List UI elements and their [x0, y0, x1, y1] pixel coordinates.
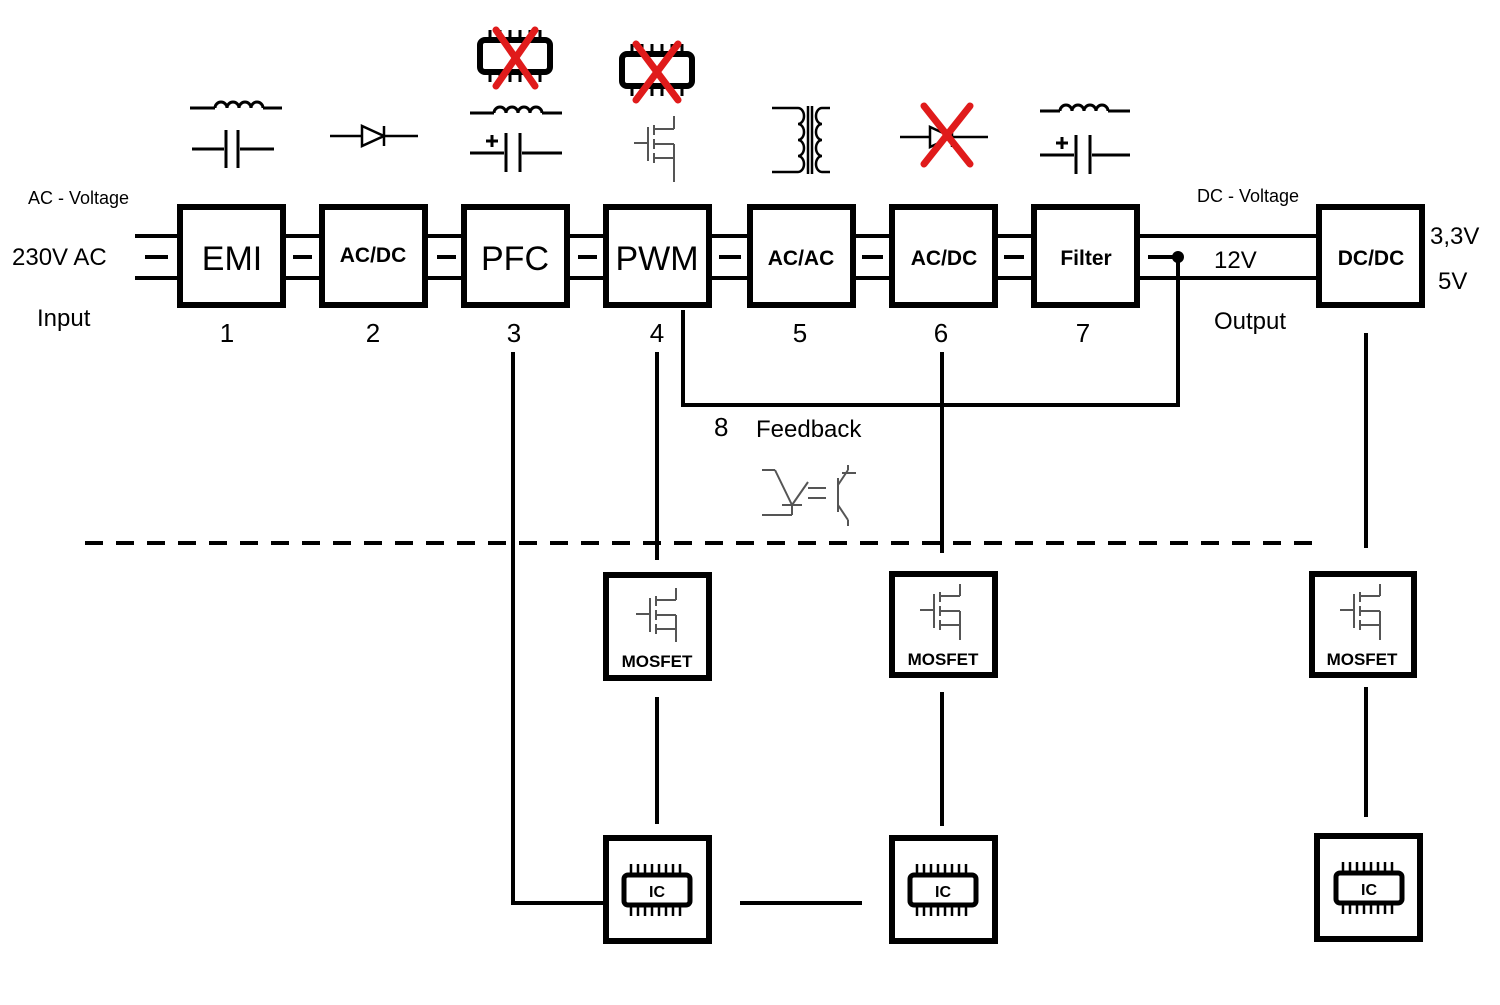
- block-number-3: 3: [507, 318, 521, 348]
- output-voltage-label: 12V: [1214, 247, 1257, 274]
- block-ac-dc-secondary-label: AC/DC: [911, 247, 978, 270]
- inductor-icon: [470, 105, 562, 115]
- chip-icon: [621, 864, 693, 916]
- block-dc-dc[interactable]: DC/DC: [1316, 204, 1425, 308]
- mosfet-label: MOSFET: [622, 652, 693, 671]
- block-ac-ac-label: AC/AC: [768, 247, 835, 270]
- ac-voltage-label: AC - Voltage: [28, 188, 129, 208]
- ic-label: IC: [935, 884, 951, 901]
- input-label: Input: [37, 305, 91, 332]
- block-pfc-label: PFC: [481, 240, 549, 278]
- mosfet-label: MOSFET: [908, 650, 979, 669]
- block-number-1: 1: [220, 318, 234, 348]
- chip-icon: [1333, 862, 1405, 914]
- inductor-icon: [190, 100, 282, 110]
- block-filter[interactable]: Filter: [1031, 204, 1140, 308]
- block-filter-label: Filter: [1060, 247, 1111, 270]
- feedback-label: Feedback: [756, 416, 862, 443]
- block-ac-dc-secondary[interactable]: AC/DC: [889, 204, 998, 308]
- mosfet-icon: [636, 588, 677, 642]
- ic-box-dc-dc[interactable]: IC: [1314, 833, 1423, 942]
- block-number-2: 2: [366, 318, 380, 348]
- ic-box-pfc-pwm[interactable]: IC: [603, 835, 712, 944]
- ic-label: IC: [649, 884, 665, 901]
- ic-label: IC: [1361, 882, 1377, 899]
- close-icon: [920, 102, 974, 168]
- block-pwm[interactable]: PWM: [603, 204, 712, 308]
- block-emi[interactable]: EMI: [177, 204, 286, 308]
- output-5v-label: 5V: [1438, 268, 1467, 295]
- block-numbers: 1 2 3 4 5 6 7: [220, 318, 1090, 348]
- mosfet-box-secondary[interactable]: MOSFET: [889, 571, 998, 678]
- block-pfc[interactable]: PFC: [461, 204, 570, 308]
- input-voltage-label: 230V AC: [12, 244, 107, 271]
- mosfet-label: MOSFET: [1327, 650, 1398, 669]
- block-ac-ac[interactable]: AC/AC: [747, 204, 856, 308]
- block-number-4: 4: [650, 318, 664, 348]
- optocoupler-icon: [762, 465, 856, 526]
- polarized-capacitor-icon: [1040, 135, 1130, 174]
- block-dc-dc-label: DC/DC: [1338, 247, 1405, 270]
- ic-box-secondary[interactable]: IC: [889, 835, 998, 944]
- polarized-capacitor-icon: [470, 133, 562, 172]
- output-label: Output: [1214, 308, 1286, 335]
- block-ac-dc-rectifier[interactable]: AC/DC: [319, 204, 428, 308]
- mosfet-icon: [1340, 584, 1381, 640]
- close-icon: [632, 40, 682, 104]
- block-number-7: 7: [1076, 318, 1090, 348]
- output-3v3-label: 3,3V: [1430, 223, 1479, 250]
- block-number-6: 6: [934, 318, 948, 348]
- mosfet-box-pwm[interactable]: MOSFET: [603, 572, 712, 681]
- mosfet-box-dc-dc[interactable]: MOSFET: [1309, 571, 1417, 678]
- close-icon: [492, 26, 539, 90]
- connector-wires: [511, 333, 1368, 905]
- chip-icon: [907, 864, 979, 916]
- diode-icon: [330, 124, 418, 148]
- block-number-5: 5: [793, 318, 807, 348]
- block-ac-dc-rectifier-label: AC/DC: [340, 244, 407, 267]
- capacitor-icon: [192, 130, 274, 168]
- block-emi-label: EMI: [202, 240, 262, 278]
- transformer-icon: [772, 106, 830, 174]
- feedback-loop: [681, 257, 1180, 407]
- block-pwm-label: PWM: [615, 240, 698, 278]
- inductor-icon: [1040, 103, 1130, 113]
- mosfet-icon: [920, 584, 961, 640]
- mosfet-icon: [634, 116, 675, 182]
- dc-voltage-label: DC - Voltage: [1197, 186, 1299, 206]
- feedback-number: 8: [714, 412, 728, 442]
